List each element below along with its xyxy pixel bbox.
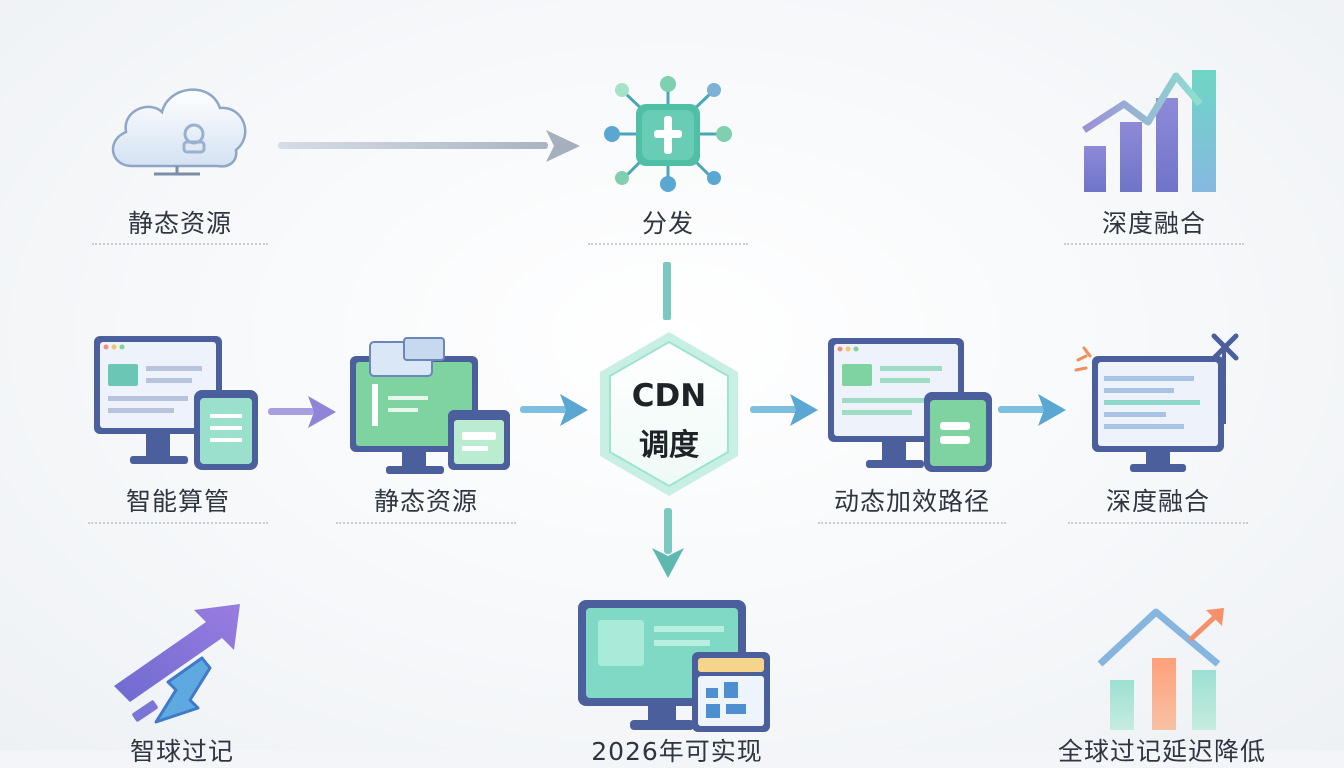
node-label-deep-fusion-top: 深度融合 bbox=[1101, 209, 1206, 238]
flow-arrow bbox=[998, 394, 1066, 426]
flow-arrow bbox=[278, 130, 580, 162]
hub-subtitle: 调度 bbox=[639, 428, 699, 463]
flow-arrow bbox=[750, 394, 818, 426]
divider bbox=[92, 243, 268, 245]
divider bbox=[1068, 522, 1248, 524]
monitor-window-icon bbox=[828, 338, 992, 472]
node-label-distribution: 分发 bbox=[641, 209, 694, 238]
monitor-dashboard-icon bbox=[578, 600, 770, 732]
divider bbox=[336, 522, 516, 524]
divider bbox=[818, 522, 1006, 524]
hub-title: CDN bbox=[631, 378, 707, 414]
node-label-static-resources-middle: 静态资源 bbox=[373, 487, 478, 516]
node-label-2026: 2026年可实现 bbox=[591, 737, 763, 766]
divider bbox=[588, 243, 748, 245]
node-label-deep-fusion-middle: 深度融合 bbox=[1105, 487, 1210, 516]
node-label-static-resources-top: 静态资源 bbox=[127, 209, 232, 238]
distribution-network-icon bbox=[604, 76, 732, 192]
growth-arrow-icon bbox=[114, 604, 240, 724]
node-label-smart-management: 智能算管 bbox=[125, 487, 230, 516]
flow-arrow bbox=[652, 508, 684, 578]
monitor-window-icon bbox=[94, 336, 258, 470]
monitor-window-icon bbox=[350, 337, 510, 474]
monitor-dashboard-icon bbox=[1074, 333, 1239, 472]
connector-line bbox=[663, 262, 671, 320]
node-label-global-edge-left: 智球过记 bbox=[129, 737, 234, 766]
node-label-dynamic-path: 动态加效路径 bbox=[833, 487, 990, 516]
cloud-icon bbox=[111, 88, 247, 176]
flow-arrow bbox=[520, 394, 588, 426]
node-label-global-latency: 全球过记延迟降低 bbox=[1057, 737, 1266, 766]
house-growth-chart-icon bbox=[1097, 608, 1224, 730]
bar-chart-growth-icon bbox=[1082, 70, 1216, 192]
flow-arrow bbox=[268, 396, 336, 428]
divider bbox=[88, 522, 268, 524]
cdn-hub-hexagon bbox=[600, 332, 738, 496]
divider bbox=[1064, 243, 1244, 245]
